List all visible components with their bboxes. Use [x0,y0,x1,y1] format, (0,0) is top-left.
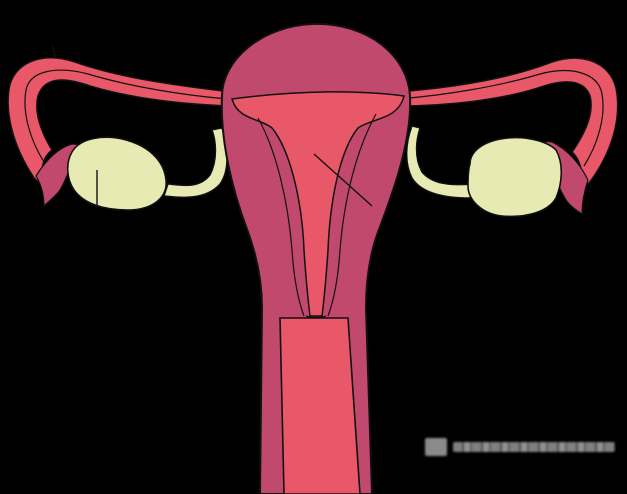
watermark [425,436,615,458]
vagina-canal [280,318,360,494]
right-ovary [468,138,561,217]
watermark-logo-icon [425,438,447,456]
watermark-text [453,442,615,452]
